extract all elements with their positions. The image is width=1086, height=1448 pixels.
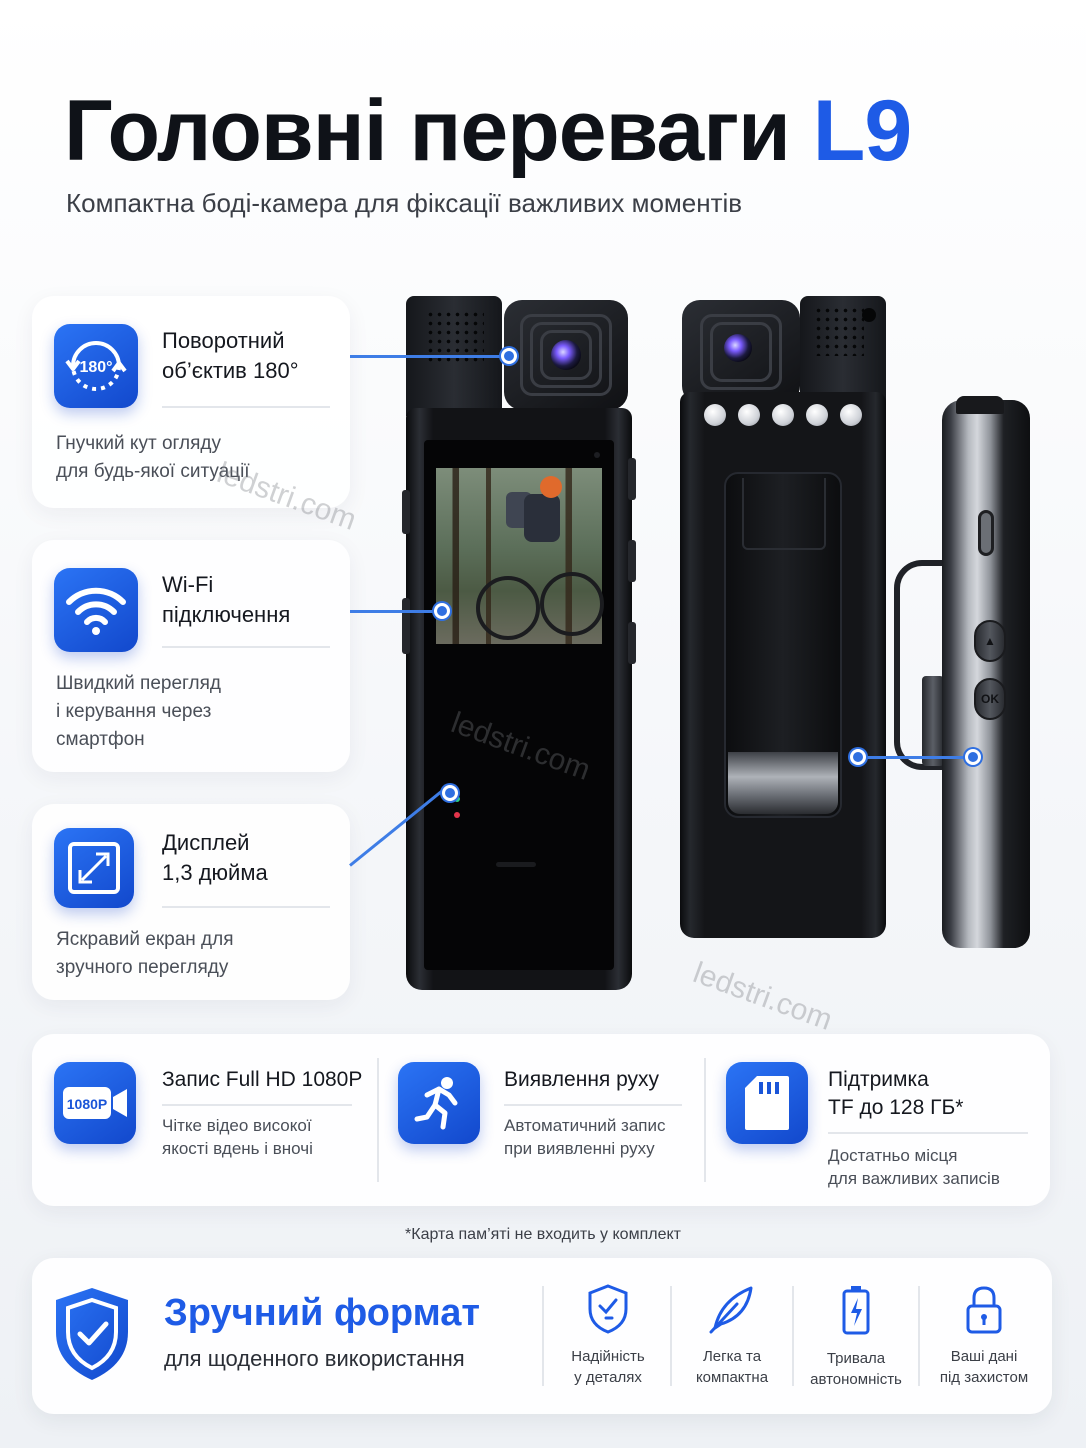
speaker-housing bbox=[800, 296, 886, 408]
camera-front-view bbox=[402, 296, 636, 990]
footnote: *Карта пам’яті не входить у комплект bbox=[405, 1226, 681, 1243]
status-led-red bbox=[454, 812, 460, 818]
feature-title: Wi-Fi підключення bbox=[162, 572, 291, 627]
connector-dot bbox=[501, 348, 517, 364]
infrared-led bbox=[772, 404, 794, 426]
rotating-lens-back bbox=[682, 300, 800, 404]
benefit-lightweight: Легка та компактна bbox=[672, 1284, 792, 1388]
connector-dot bbox=[965, 749, 981, 765]
page-title: Головні переваги L9 bbox=[64, 82, 912, 181]
side-clip bbox=[894, 560, 950, 770]
banner-title: Зручний формат bbox=[164, 1292, 480, 1334]
side-button bbox=[628, 540, 636, 582]
sd-card-icon bbox=[726, 1062, 808, 1144]
usb-c-port bbox=[978, 510, 994, 556]
svg-text:1080P: 1080P bbox=[67, 1096, 107, 1112]
ok-button: OK bbox=[974, 678, 1006, 720]
bottom-banner: Зручний формат для щоденного використанн… bbox=[32, 1258, 1052, 1414]
connector-dot bbox=[434, 603, 450, 619]
feature-title: Запис Full HD 1080P bbox=[162, 1068, 363, 1091]
feature-title: Дисплей 1,3 дюйма bbox=[162, 830, 268, 885]
screen-resize-icon bbox=[54, 828, 134, 908]
feature-description: Автоматичний запис при виявленні руху bbox=[504, 1116, 666, 1158]
feature-card-display: Дисплей 1,3 дюйма Яскравий екран для зру… bbox=[32, 804, 350, 1000]
camera-back-body bbox=[680, 392, 886, 938]
feature-title: Виявлення руху bbox=[504, 1068, 660, 1091]
features-row: 1080P Запис Full HD 1080P Чітке відео ви… bbox=[32, 1034, 1050, 1206]
separator bbox=[918, 1286, 920, 1386]
svg-text:180°: 180° bbox=[79, 359, 112, 376]
side-button bbox=[628, 622, 636, 664]
separator bbox=[670, 1286, 672, 1386]
connector-dot bbox=[850, 749, 866, 765]
video-camera-icon: 1080P bbox=[54, 1062, 136, 1144]
feather-icon bbox=[709, 1286, 753, 1334]
clip-metal-plate bbox=[728, 752, 838, 814]
title-model: L9 bbox=[812, 83, 912, 179]
separator bbox=[704, 1058, 706, 1182]
separator bbox=[792, 1286, 794, 1386]
infrared-led bbox=[738, 404, 760, 426]
watermark: ledstri.com bbox=[688, 956, 837, 1037]
microphone-slot bbox=[496, 862, 536, 867]
wifi-icon bbox=[54, 568, 138, 652]
rotating-lens bbox=[504, 300, 628, 410]
feature-description: Яскравий екран для зручного перегляду bbox=[56, 929, 234, 978]
feature-description: Швидкий перегляд і керування через смарт… bbox=[56, 673, 221, 750]
shield-bolt-icon bbox=[588, 1284, 628, 1334]
feature-card-rotating-lens: 180° Поворотний об’єктив 180° Гнучкий ку… bbox=[32, 296, 350, 508]
lock-icon bbox=[966, 1286, 1002, 1334]
lens-glass bbox=[724, 334, 752, 362]
divider bbox=[504, 1104, 682, 1106]
camera-body bbox=[406, 408, 632, 990]
belt-clip bbox=[724, 472, 842, 818]
camera-side-view: ▲ OK bbox=[894, 396, 1040, 950]
side-button bbox=[628, 458, 636, 500]
display-preview-image bbox=[436, 468, 604, 644]
divider bbox=[162, 646, 330, 648]
feature-description: Достатньо місця для важливих записів bbox=[828, 1146, 1000, 1188]
side-button bbox=[402, 490, 410, 534]
battery-icon bbox=[842, 1286, 870, 1335]
feature-description: Гнучкий кут огляду для будь-якої ситуаці… bbox=[56, 433, 250, 482]
feature-title: Підтримка TF до 128 ГБ* bbox=[828, 1068, 964, 1119]
connector-line bbox=[350, 610, 442, 613]
connector-line bbox=[858, 756, 972, 759]
divider bbox=[162, 906, 330, 908]
shield-check-icon bbox=[52, 1286, 132, 1387]
clip-spring bbox=[922, 676, 944, 766]
connector-dot bbox=[442, 785, 458, 801]
infrared-led bbox=[704, 404, 726, 426]
benefit-data-protection: Ваші дані під захистом bbox=[924, 1284, 1044, 1388]
separator bbox=[542, 1286, 544, 1386]
benefit-battery: Тривала автономність bbox=[796, 1284, 916, 1390]
speaker-grill bbox=[426, 310, 484, 362]
divider bbox=[162, 1104, 352, 1106]
title-main: Головні переваги bbox=[64, 83, 791, 179]
feature-title: Поворотний об’єктив 180° bbox=[162, 328, 299, 383]
status-led-green bbox=[454, 796, 460, 802]
feature-card-wifi: Wi-Fi підключення Швидкий перегляд і кер… bbox=[32, 540, 350, 772]
running-person-icon bbox=[398, 1062, 480, 1144]
lens-glass bbox=[551, 340, 581, 370]
camera-back-view bbox=[680, 296, 886, 938]
divider bbox=[828, 1132, 1028, 1134]
up-button: ▲ bbox=[974, 620, 1006, 662]
feature-description: Чітке відео високої якості вдень і вночі bbox=[162, 1116, 313, 1158]
separator bbox=[377, 1058, 379, 1182]
camera-display bbox=[424, 440, 614, 970]
side-button bbox=[402, 598, 410, 654]
banner-subtitle: для щоденного використання bbox=[164, 1346, 465, 1371]
infrared-led bbox=[840, 404, 862, 426]
infrared-led bbox=[806, 404, 828, 426]
page-subtitle: Компактна боді-камера для фіксації важли… bbox=[66, 188, 743, 218]
benefit-reliability: Надійність у деталях bbox=[548, 1284, 668, 1388]
divider bbox=[162, 406, 330, 408]
connector-line bbox=[350, 355, 508, 358]
camera-side-body bbox=[942, 400, 1030, 948]
rotate-180-icon: 180° bbox=[54, 324, 138, 408]
